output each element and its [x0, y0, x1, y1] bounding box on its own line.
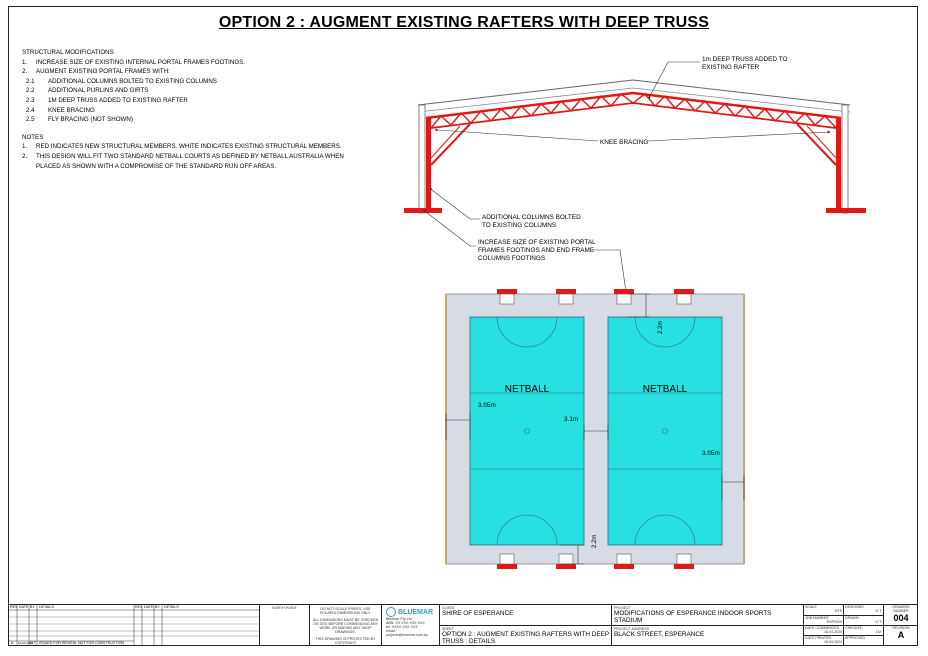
notes-heading: NOTES: [22, 133, 44, 141]
label-knee-bracing: KNEE BRACING: [600, 139, 648, 146]
note-item: 2.AUGMENT EXISTING PORTAL FRAMES WITH:: [22, 68, 170, 76]
label-columns-2: TO EXISTING COLUMNS: [482, 222, 556, 229]
knee-brace-left: [430, 123, 471, 166]
address-value: BLACK STREET, ESPERANCE: [614, 631, 705, 638]
drawing-sheet-border: [8, 6, 918, 646]
sheet-cell: SHEET OPTION 2 : AUGMENT EXISTING RAFTER…: [439, 625, 611, 646]
new-column-left: [426, 118, 431, 213]
existing-roof-line: [417, 79, 851, 106]
plan-footing: [556, 289, 576, 294]
plan-footing: [614, 564, 634, 569]
revision-letter: A: [897, 630, 905, 640]
project-value: MODIFICATIONS OF ESPERANCE INDOOR SPORTS…: [614, 610, 772, 624]
note-item: 1.RED INDICATES NEW STRUCTURAL MEMBERS. …: [22, 143, 342, 151]
note-subitem: 2.31m DEEP TRUSS ADDED TO EXISTING RAFTE…: [26, 96, 188, 104]
truss-top-chord: [425, 91, 842, 120]
dim-bottom-label: 2.2m: [592, 535, 598, 548]
note-item: 2.THIS DESIGN WILL FIT TWO STANDARD NETB…: [22, 152, 344, 170]
rev-hdr: DATE: [19, 605, 29, 609]
label-columns-1: ADDITIONAL COLUMNS BOLTED: [482, 214, 581, 221]
rev-hdr: BY: [30, 605, 35, 609]
drawing-number: 004: [893, 613, 909, 623]
note-item: 1.INCREASE SIZE OF EXISTING INTERNAL POR…: [22, 58, 246, 66]
drawing-canvas: 1m DEEP TRUSS ADDED TO EXISTING RAFTER K…: [404, 56, 866, 569]
sheet-value: OPTION 2 : AUGMENT EXISTING RAFTERS WITH…: [442, 631, 610, 645]
rev-a-date: 16.04.2020: [18, 641, 34, 645]
existing-column-right: [841, 104, 849, 214]
rev-hdr: REV: [135, 605, 143, 609]
plan-footing: [614, 289, 634, 294]
dim-left-label: 3.05m: [478, 402, 496, 409]
plan-footing: [497, 289, 517, 294]
rev-a: A: [11, 641, 14, 645]
north-point-cell: NORTH POINT: [259, 605, 309, 646]
bluemar-logo-icon: [386, 607, 396, 617]
approved-cell: APPROVED: [843, 635, 883, 646]
new-column-right: [836, 118, 841, 213]
rev-a-details: ISSUED FOR REVIEW. NOT FOR CONSTRUCTION: [39, 641, 124, 645]
company-name: BLUEMAR: [398, 608, 433, 616]
plan-footing: [674, 289, 694, 294]
plan-footing: [497, 564, 517, 569]
dim-right-label: 3.05m: [702, 450, 720, 457]
disclaimer-cell: DO NOT SCALE PRINTS. USE FIGURED DIMENSI…: [309, 605, 381, 646]
footing-left: [404, 208, 442, 213]
label-footings-3: COLUMNS FOOTINGS: [478, 255, 545, 262]
notes-heading-structural: STRUCTURAL MODIFICATIONS: [22, 49, 114, 56]
plan-footing: [556, 564, 576, 569]
rev-hdr: BY: [155, 605, 160, 609]
label-truss-1: 1m DEEP TRUSS ADDED TO: [702, 56, 787, 63]
rev-hdr: DATE: [144, 605, 154, 609]
court-right-label: NETBALL: [643, 384, 688, 395]
existing-column-left: [418, 104, 426, 214]
label-footings-1: INCREASE SIZE OF EXISTING PORTAL: [478, 239, 596, 246]
client-value: SHIRE OF ESPERANCE: [442, 610, 514, 617]
rev-hdr: DETAILS: [39, 605, 54, 609]
company-cell: BLUEMAR Bluemar Pty Ltd ABN: XX XXX XXX …: [381, 605, 439, 646]
label-truss-2: EXISTING RAFTER: [702, 64, 760, 71]
courts-plan: [445, 289, 745, 569]
drawing-number-cell: DRAWING NUMBER 004: [883, 605, 918, 625]
court-right: [607, 316, 723, 546]
dim-top-label: 2.2m: [658, 321, 664, 334]
rev-hdr: DETAILS: [164, 605, 179, 609]
court-left-label: NETBALL: [505, 384, 550, 395]
footing-right: [826, 208, 866, 213]
drawing-title: OPTION 2 : AUGMENT EXISTING RAFTERS WITH…: [218, 14, 710, 31]
address-cell: PROJECT ADDRESS BLACK STREET, ESPERANCE: [611, 625, 803, 646]
truss-bottom-chord: [430, 102, 837, 129]
rev-a-by: G.T.: [30, 641, 37, 645]
client-cell: CLIENT SHIRE OF ESPERANCE: [439, 605, 611, 625]
revision-table: REV DATE BY DETAILS REV DATE BY DETAILS …: [9, 605, 259, 646]
dim-mid-label: 3.1m: [564, 416, 578, 423]
title-block: REV DATE BY DETAILS REV DATE BY DETAILS …: [9, 604, 918, 646]
rev-hdr: REV: [10, 605, 18, 609]
court-left: [469, 316, 585, 546]
revision-cell: REVISION A: [883, 625, 918, 646]
plan-footing: [674, 564, 694, 569]
knee-brace-right: [796, 123, 837, 166]
truss-web-left: [430, 93, 634, 129]
truss-web-right: [632, 93, 837, 129]
label-footings-2: FRAMES FOOTINGS AND END FRAME: [478, 247, 594, 254]
notes-block: STRUCTURAL MODIFICATIONS 1.INCREASE SIZE…: [22, 48, 352, 171]
portal-frame-elevation: [404, 61, 866, 293]
project-cell: PROJECT MODIFICATIONS OF ESPERANCE INDOO…: [611, 605, 803, 625]
